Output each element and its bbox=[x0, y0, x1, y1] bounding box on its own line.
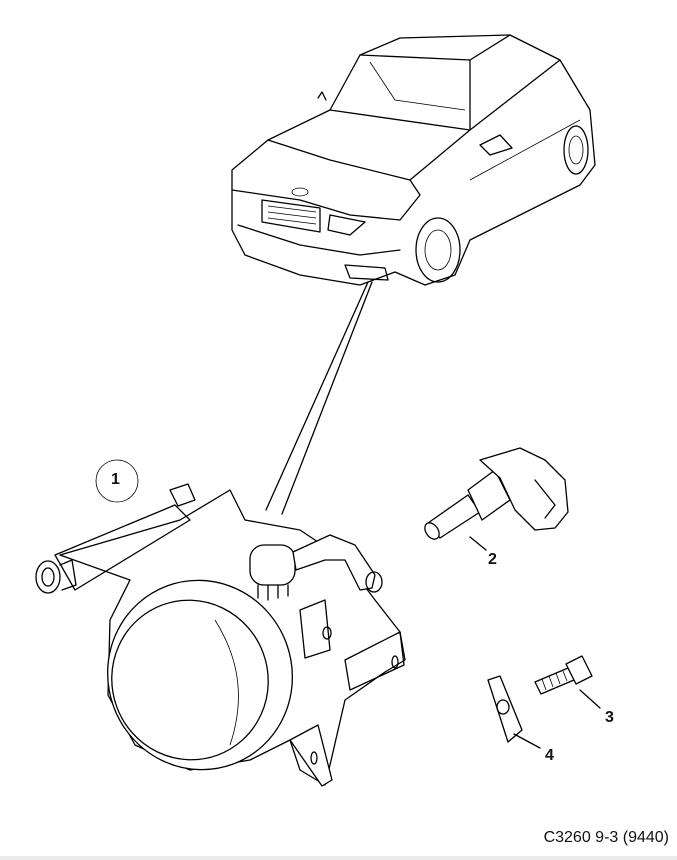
clip-nut-illustration bbox=[487, 675, 523, 743]
car-illustration bbox=[231, 34, 596, 286]
leader-line-car bbox=[265, 281, 373, 515]
fog-lamp-illustration bbox=[35, 483, 406, 787]
leader-line-3 bbox=[579, 689, 601, 709]
screw-illustration bbox=[534, 655, 593, 695]
callout-2: 2 bbox=[488, 551, 497, 568]
callout-1: 1 bbox=[111, 471, 120, 488]
leader-line-4 bbox=[513, 733, 541, 749]
diagram-caption: C3260 9-3 (9440) bbox=[543, 829, 669, 846]
bulb-illustration bbox=[424, 447, 569, 540]
footer-band bbox=[0, 856, 677, 860]
callout-3: 3 bbox=[605, 709, 614, 726]
callout-4: 4 bbox=[545, 747, 554, 764]
callout-circle-1 bbox=[95, 459, 139, 503]
leader-line-2 bbox=[469, 536, 487, 551]
